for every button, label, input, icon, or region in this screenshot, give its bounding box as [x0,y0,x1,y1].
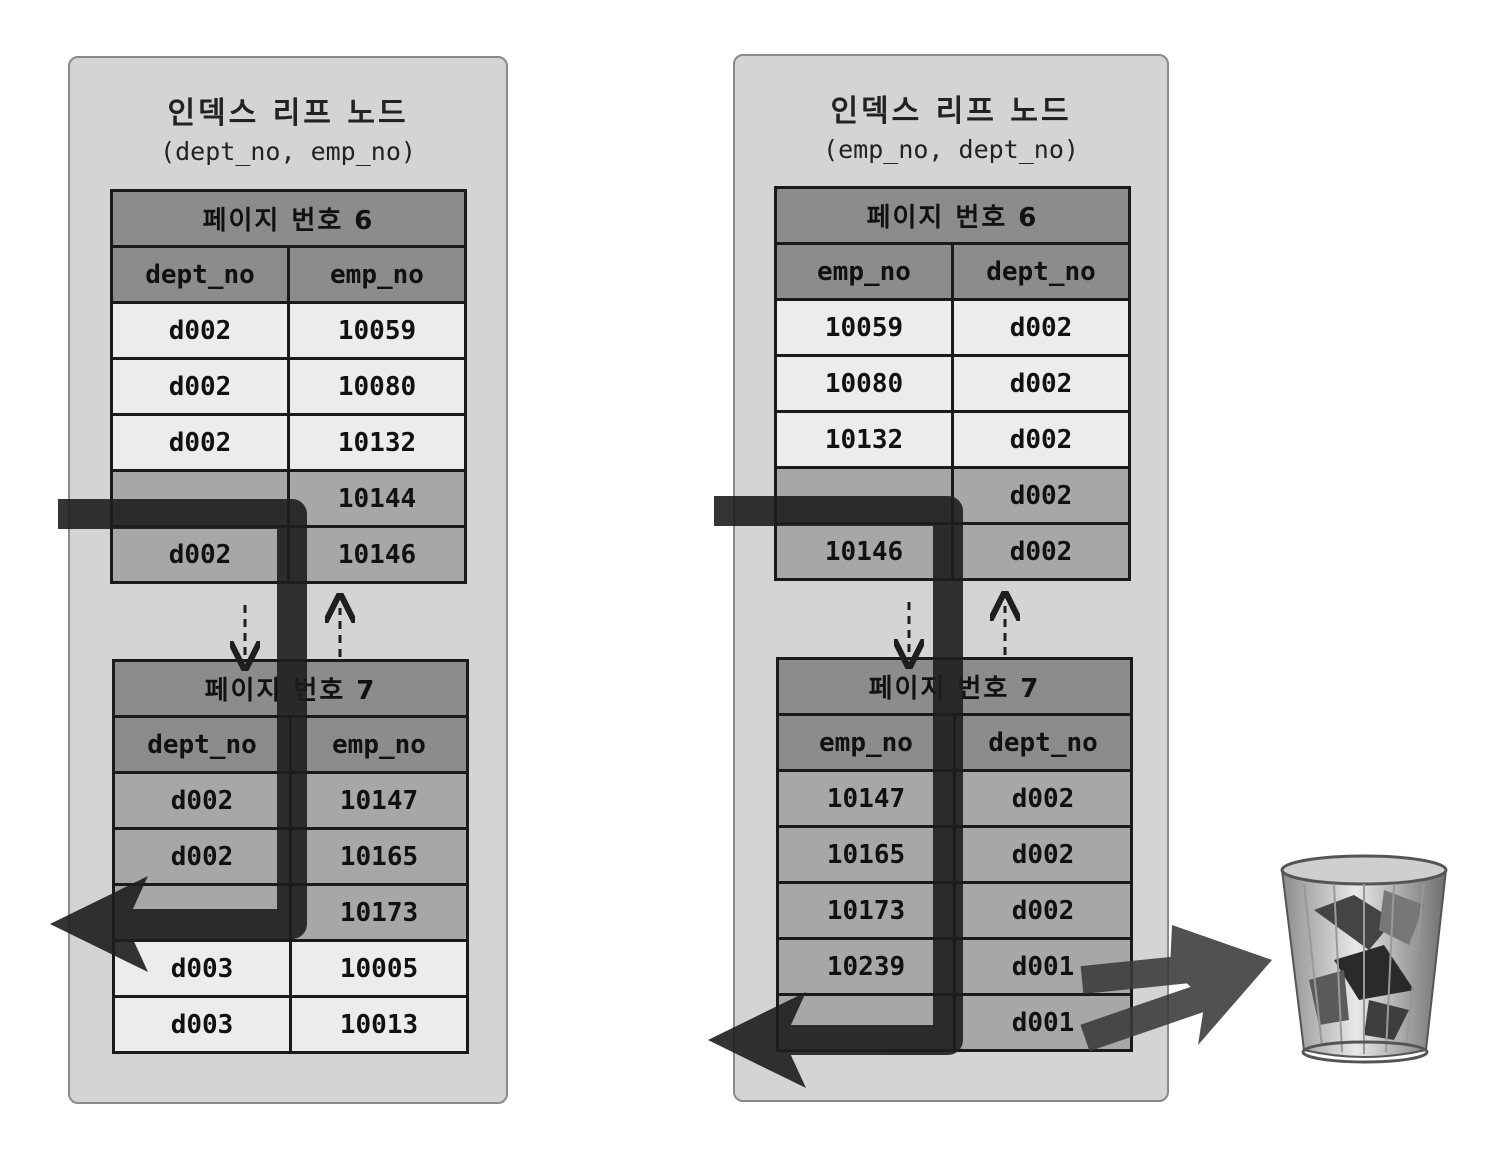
column-header: dept_no [112,715,292,774]
table-cell: 10144 [287,469,467,528]
table-cell: d002 [953,769,1133,828]
table-row: d002 10147 [112,771,469,830]
table-cell: 10080 [287,357,467,416]
page-table-6-left: 페이지 번호 6 dept_no emp_no d002 10059 d002 … [110,189,467,584]
table-cell: 10165 [776,825,956,884]
table-cell: 10146 [774,522,954,581]
table-cell: d002 [953,825,1133,884]
table-cell: 10146 [287,525,467,584]
table-row: 10080 d002 [774,354,1131,413]
page-table-6-right: 페이지 번호 6 emp_no dept_no 10059 d002 10080… [774,186,1131,581]
table-row: d002 10059 [110,301,467,360]
table-cell: d002 [953,881,1133,940]
table-row: 10146 d002 [774,522,1131,581]
table-row: 10165 d002 [776,825,1133,884]
table-row: 10059 d002 [774,298,1131,357]
table-cell: d002 [112,771,292,830]
table-cell: d002 [110,413,290,472]
table-cell: 10147 [289,771,469,830]
table-cell: 10013 [289,995,469,1054]
scan-path-arrow-right [708,496,963,1088]
table-cell: 10173 [776,881,956,940]
trash-can-icon [1280,854,1448,1064]
table-cell: d002 [951,354,1131,413]
panel-title: 인덱스 리프 노드 (emp_no, dept_no) [735,92,1167,166]
table-row: d002 10165 [112,827,469,886]
column-header: emp_no [774,242,954,301]
column-header: emp_no [287,245,467,304]
panel-title: 인덱스 리프 노드 (dept_no, emp_no) [70,94,506,168]
table-row: 10147 d002 [776,769,1133,828]
table-row: 10132 d002 [774,410,1131,469]
table-cell: 10080 [774,354,954,413]
table-row: d003 10005 [112,939,469,998]
table-row: 10173 d002 [776,881,1133,940]
table-cell: d002 [951,522,1131,581]
panel-title-korean: 인덱스 리프 노드 [830,94,1072,129]
table-cell: 10173 [289,883,469,942]
table-cell: d002 [110,357,290,416]
page-header: 페이지 번호 6 [110,189,467,248]
column-header: dept_no [953,713,1133,772]
panel-index-columns: (emp_no, dept_no) [823,134,1079,164]
table-row: d003 10013 [112,995,469,1054]
table-cell: d002 [110,525,290,584]
panel-title-korean: 인덱스 리프 노드 [167,96,409,131]
table-row: d002 10132 [110,413,467,472]
table-cell: d002 [112,827,292,886]
table-cell: d002 [951,466,1131,525]
table-cell: d002 [951,410,1131,469]
table-cell: d002 [110,301,290,360]
table-cell: d002 [951,298,1131,357]
table-cell: 10059 [774,298,954,357]
table-cell: 10165 [289,827,469,886]
table-cell: 10132 [287,413,467,472]
discard-arrow-icon [1080,925,1272,1052]
table-cell: 10132 [774,410,954,469]
scan-path-arrow-left [50,499,307,972]
table-cell: 10239 [776,937,956,996]
page-table-7-right: 페이지 번호 7 emp_no dept_no 10147 d002 10165… [776,657,1133,1052]
table-cell: 10147 [776,769,956,828]
page-header: 페이지 번호 6 [774,186,1131,245]
table-row: d002 10146 [110,525,467,584]
table-cell: 10005 [289,939,469,998]
panel-index-columns: (dept_no, emp_no) [160,136,416,166]
table-row: d002 10080 [110,357,467,416]
table-cell: d003 [112,995,292,1054]
column-header: dept_no [951,242,1131,301]
column-header: dept_no [110,245,290,304]
table-cell: 10059 [287,301,467,360]
column-header: emp_no [776,713,956,772]
column-header: emp_no [289,715,469,774]
